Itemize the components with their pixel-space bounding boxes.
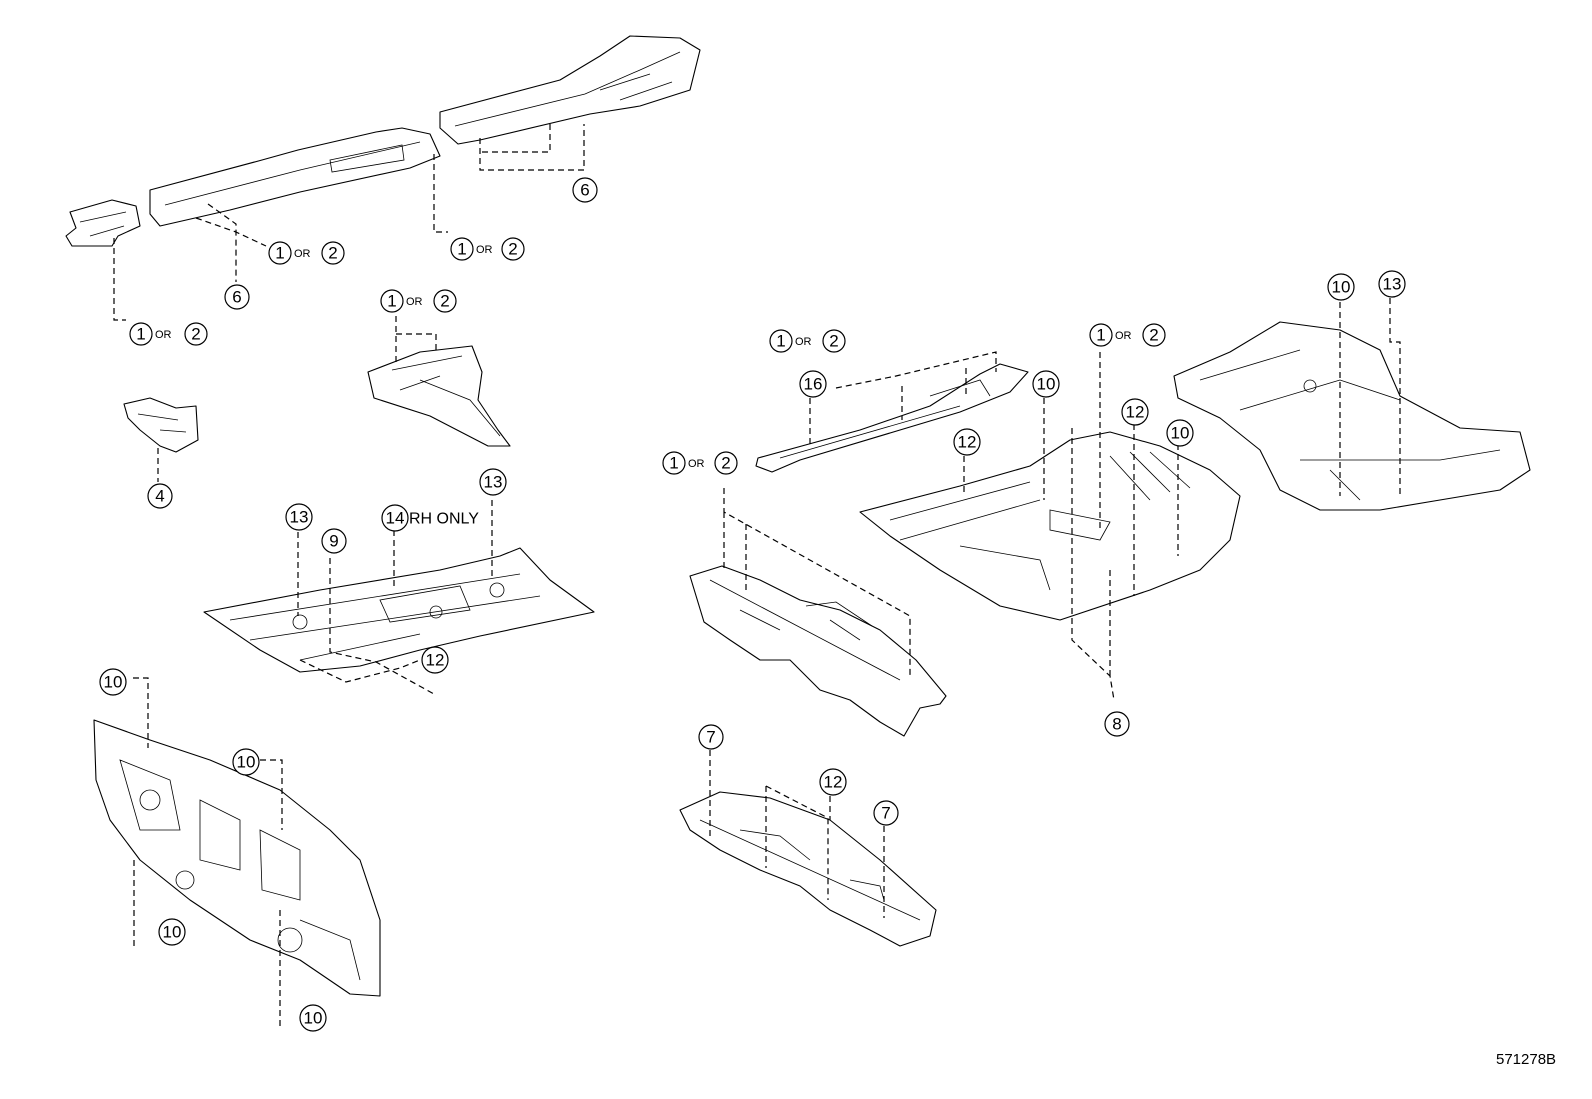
- tunnel-front: [367, 345, 511, 447]
- svg-text:OR: OR: [294, 248, 311, 260]
- svg-text:10: 10: [1171, 424, 1190, 443]
- svg-text:10: 10: [304, 1009, 323, 1028]
- svg-text:10: 10: [104, 673, 123, 692]
- svg-text:2: 2: [440, 292, 449, 311]
- callout-14-rh-only: 14 RH ONLY: [381, 504, 479, 532]
- rail-front-left-bracket: [65, 199, 141, 247]
- svg-text:8: 8: [1112, 715, 1121, 734]
- svg-text:10: 10: [1037, 375, 1056, 394]
- rear-floor-pan: [1173, 321, 1531, 511]
- svg-text:1: 1: [1096, 326, 1105, 345]
- callout-10-a: 10: [99, 668, 127, 696]
- svg-text:6: 6: [580, 181, 589, 200]
- callout-7-b: 7: [873, 800, 899, 826]
- callout-8: 8: [1104, 711, 1130, 737]
- leader-lines: [113, 124, 1401, 1030]
- rail-center: [149, 127, 441, 227]
- svg-text:10: 10: [1332, 278, 1351, 297]
- floor-side-member: [689, 565, 947, 737]
- svg-text:16: 16: [804, 375, 823, 394]
- svg-text:2: 2: [508, 240, 517, 259]
- svg-text:6: 6: [232, 288, 241, 307]
- floor-reinforcement: [679, 791, 937, 947]
- svg-text:1: 1: [136, 325, 145, 344]
- callout-16: 16: [799, 370, 827, 398]
- svg-text:OR: OR: [1115, 330, 1132, 342]
- callout-10-e: 10: [1032, 370, 1060, 398]
- svg-text:OR: OR: [476, 244, 493, 256]
- callout-6-a: 6: [572, 177, 598, 203]
- callout-13-b: 13: [479, 468, 507, 496]
- svg-text:2: 2: [328, 244, 337, 263]
- svg-text:2: 2: [1149, 326, 1158, 345]
- crossmember-rear-floor: [755, 363, 1029, 473]
- svg-text:2: 2: [829, 332, 838, 351]
- callout-1-or-2-b: 1 OR 2: [268, 241, 345, 265]
- svg-text:12: 12: [1126, 403, 1145, 422]
- callout-10-b: 10: [232, 748, 260, 776]
- svg-text:OR: OR: [795, 336, 812, 348]
- svg-text:1: 1: [275, 244, 284, 263]
- svg-text:OR: OR: [155, 329, 172, 341]
- callout-1-or-2-a: 1 OR 2: [129, 322, 208, 346]
- svg-text:12: 12: [824, 773, 843, 792]
- bracket-small: [123, 397, 199, 453]
- callout-1-or-2-d: 1 OR 2: [380, 289, 457, 313]
- rail-rear: [439, 35, 701, 145]
- svg-text:2: 2: [191, 325, 200, 344]
- svg-text:14: 14: [386, 509, 405, 528]
- floor-pan-front: [203, 547, 595, 673]
- callout-1-or-2-e: 1 OR 2: [769, 329, 846, 353]
- callout-13-c: 13: [1378, 270, 1406, 298]
- svg-text:4: 4: [155, 487, 164, 506]
- callout-10-c: 10: [158, 918, 186, 946]
- callout-10-d: 10: [299, 1004, 327, 1032]
- svg-text:OR: OR: [688, 458, 705, 470]
- callout-9: 9: [321, 528, 347, 554]
- floor-pan-center: [859, 431, 1241, 621]
- svg-text:1: 1: [669, 454, 678, 473]
- svg-text:RH ONLY: RH ONLY: [409, 511, 479, 528]
- callout-1-or-2-g: 1 OR 2: [1089, 323, 1166, 347]
- callout-12-b: 12: [1121, 398, 1149, 426]
- callout-6-b: 6: [224, 284, 250, 310]
- callout-1-or-2-f: 1 OR 2: [662, 451, 738, 475]
- callout-1-or-2-c: 1 OR 2: [450, 237, 525, 261]
- svg-text:12: 12: [958, 433, 977, 452]
- svg-text:13: 13: [484, 473, 503, 492]
- svg-text:OR: OR: [406, 296, 423, 308]
- svg-text:7: 7: [881, 804, 890, 823]
- svg-text:13: 13: [1383, 275, 1402, 294]
- callout-7-a: 7: [698, 724, 724, 750]
- callout-12-a: 12: [421, 646, 449, 674]
- callout-12-c: 12: [953, 428, 981, 456]
- svg-text:12: 12: [426, 651, 445, 670]
- diagram-code: 571278B: [1496, 1051, 1556, 1068]
- callout-13-a: 13: [285, 503, 313, 531]
- svg-text:2: 2: [721, 454, 730, 473]
- svg-text:13: 13: [290, 508, 309, 527]
- svg-text:1: 1: [776, 332, 785, 351]
- svg-text:1: 1: [387, 292, 396, 311]
- svg-text:10: 10: [163, 923, 182, 942]
- callout-10-f: 10: [1166, 419, 1194, 447]
- callout-12-d: 12: [819, 768, 847, 796]
- callout-10-g: 10: [1327, 273, 1355, 301]
- svg-text:10: 10: [237, 753, 256, 772]
- svg-text:1: 1: [457, 240, 466, 259]
- svg-text:7: 7: [706, 728, 715, 747]
- svg-text:9: 9: [329, 532, 338, 551]
- callout-4: 4: [147, 483, 173, 509]
